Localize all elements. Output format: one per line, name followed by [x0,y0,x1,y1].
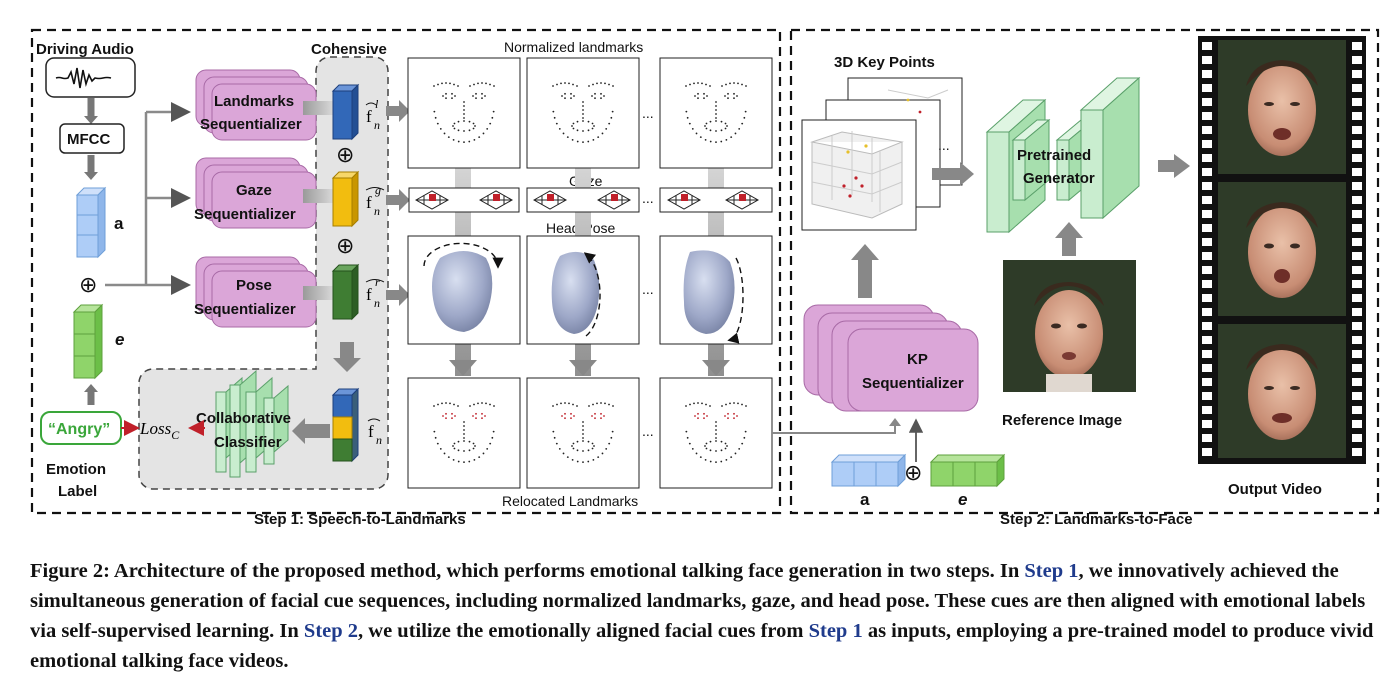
normalized-landmarks-panel-1 [407,57,521,169]
normalized-landmarks-panel-3 [659,57,773,169]
ellipsis-pose: ... [642,281,654,297]
feature-cube-pose [331,263,360,321]
svg-text:n: n [374,204,380,218]
svg-text:f: f [366,193,372,212]
driving-audio-label: Driving Audio [36,41,134,58]
emotion-feature-label: e [115,330,124,349]
step1-frame [30,28,782,515]
generator-line2: Generator [1023,170,1095,187]
step2-title: Step 2: Landmarks-to-Face [1000,511,1193,528]
head-model-2 [551,251,601,337]
feature-label-g: f g n [365,183,385,218]
pretrained-generator [985,76,1141,234]
kp3d-plots: ... [801,77,963,231]
reference-label: Reference Image [1002,412,1122,429]
audio-feature-row [830,453,907,488]
architecture-diagram: Step 1: Speech-to-Landmarks Driving Audi… [30,28,1380,528]
head-model-3 [683,250,744,344]
cohensive-panel [138,56,389,490]
collaborative-classifier [215,369,289,478]
feature-label-r: f r n [365,275,385,310]
normalized-landmarks-label: Normalized landmarks [504,39,643,55]
svg-text:g: g [375,183,381,197]
concat-symbol-3: ⊕ [336,233,354,258]
audio-feature-label: a [114,214,124,233]
normalized-landmarks-panel-2 [526,57,640,169]
landmarks-sequentializer [195,69,317,141]
head-model-1 [423,242,504,332]
landmarks-to-kp-connector [772,424,896,434]
relocated-landmarks-panel-1 [407,377,521,489]
figure-caption: Figure 2: Architecture of the proposed m… [30,560,1374,672]
concat-symbol-2: ⊕ [336,142,354,167]
feature-cube-landmarks [331,83,360,141]
ellipsis-gaze: ... [642,190,654,206]
branch-connectors [105,102,191,295]
waveform-icon [55,67,112,89]
pose-seq-line2: Sequentializer [194,301,296,318]
output-frame-2 [1218,182,1346,316]
landmarks-seq-line2: Sequentializer [200,116,302,133]
gaze-seq-line1: Gaze [236,182,272,199]
output-label: Output Video [1228,481,1322,498]
svg-text:...: ... [938,137,950,153]
step2-frame [789,28,1380,515]
feature-label-l: f l n [365,97,380,132]
gaze-sequentializer [195,157,317,229]
output-frame-1 [1218,40,1346,174]
relocated-landmarks-label: Relocated Landmarks [502,493,638,509]
generator-line1: Pretrained [1017,147,1091,164]
step2-emotion-label: e [958,490,967,509]
step1-title: Step 1: Speech-to-Landmarks [254,511,466,528]
feature-to-panel-arrows [386,100,410,306]
svg-text:l: l [375,97,379,111]
mfcc-label: MFCC [67,131,110,148]
gaze-strip [408,187,773,213]
svg-text:n: n [376,433,382,447]
emotion-value: “Angry” [48,421,110,438]
ellipsis-reloc: ... [642,423,654,439]
concat-symbol-4: ⊕ [904,460,922,485]
emotion-label-line2: Label [58,483,97,500]
loss-label: LossC [139,419,180,442]
svg-text:f: f [366,285,372,304]
reference-image [1003,260,1136,392]
audio-feature-stack [75,186,107,259]
kp3d-label: 3D Key Points [834,54,935,71]
emotion-label-line1: Emotion [46,461,106,478]
cohensive-label: Cohensive [311,41,387,58]
kp-sequentializer [803,304,979,412]
classifier-line2: Classifier [214,434,282,451]
svg-text:f: f [368,422,374,441]
ellipsis-row1: ... [642,105,654,121]
gaze-seq-line2: Sequentializer [194,206,296,223]
feature-cube-gaze [331,170,360,228]
emotion-feature-stack [72,303,104,380]
feature-cube-concat [331,387,360,463]
svg-text:n: n [374,118,380,132]
svg-text:r: r [375,275,380,289]
concat-symbol-1: ⊕ [79,272,97,297]
pose-seq-line1: Pose [236,277,272,294]
kp-seq-line1: KP [907,351,928,368]
landmark-dot-layer [414,82,760,463]
svg-text:f: f [366,107,372,126]
landmarks-seq-line1: Landmarks [214,93,294,110]
pose-sequentializer [195,256,317,328]
mfcc-box [59,123,125,154]
step2-audio-label: a [860,490,870,509]
output-frame-3 [1218,324,1346,458]
kp-seq-line2: Sequentializer [862,375,964,392]
svg-text:n: n [374,296,380,310]
emotion-feature-row [929,453,1006,488]
relocated-landmarks-panel-2 [526,377,640,489]
classifier-line1: Collaborative [196,410,291,427]
feature-label-n: f n [367,418,382,447]
relocated-landmarks-panel-3 [659,377,773,489]
output-film-strip [1198,36,1366,464]
